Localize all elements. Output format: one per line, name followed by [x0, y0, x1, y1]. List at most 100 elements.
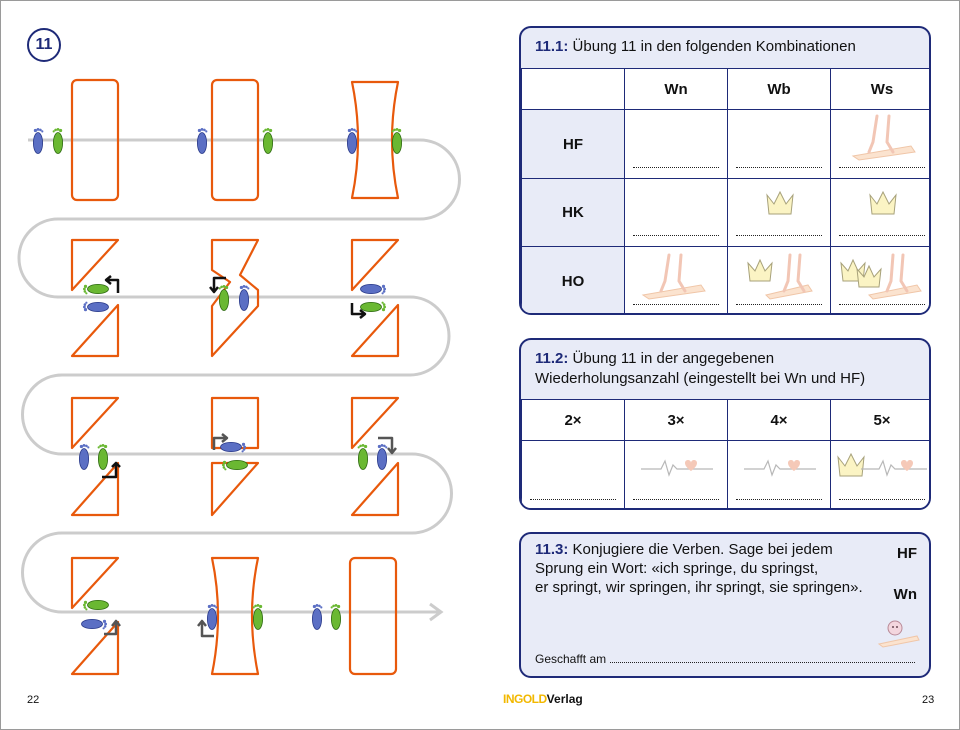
combination-tag-hf: HF: [897, 545, 917, 562]
crown-icon: [766, 190, 794, 215]
jumper-icon: [641, 253, 706, 300]
completion-label: Geschafft am: [535, 652, 607, 666]
dotted-line: [633, 304, 719, 305]
entry-cell[interactable]: [624, 109, 728, 179]
turn-arrow-icon: [387, 447, 397, 455]
dotted-line: [530, 499, 616, 500]
jumper-icon: [851, 114, 916, 161]
turn-arrow-icon: [212, 436, 226, 450]
heartbeat-icon: [641, 459, 713, 477]
publisher-suffix: Verlag: [546, 692, 583, 706]
panel-11-3-text: 11.3: Konjugiere die Verben. Sage bei je…: [521, 534, 929, 597]
combination-tag-wn: Wn: [893, 586, 917, 603]
jumper-icon: [840, 253, 922, 300]
panel-11-1: 11.1: Übung 11 in den folgenden Kombinat…: [519, 26, 931, 315]
left-foot-icon: [82, 301, 109, 313]
dotted-line: [633, 499, 719, 500]
entry-cell[interactable]: [830, 440, 929, 508]
jump-frame: [210, 238, 260, 358]
dotted-line: [633, 235, 719, 236]
turn-arrow-icon: [111, 619, 121, 627]
section-number: 11.3:: [535, 541, 569, 558]
turn-arrow-icon: [212, 276, 226, 291]
right-foot-icon: [82, 283, 109, 295]
left-foot-icon: [206, 603, 218, 630]
dotted-line: [736, 304, 822, 305]
section-title: Übung 11 in den folgenden Kombinationen: [572, 38, 856, 55]
row-header-hf: HF: [521, 109, 625, 179]
entry-cell[interactable]: [727, 178, 831, 247]
jump-frame: [350, 238, 400, 358]
section-title: Übung 11 in der angegebenen: [572, 350, 775, 367]
right-foot-icon: [391, 127, 403, 154]
left-foot-icon: [196, 127, 208, 154]
right-foot-icon: [52, 127, 64, 154]
mascot-icon: [877, 620, 920, 648]
section-title-line2: Wiederholungsanzahl (eingestellt bei Wn …: [535, 370, 866, 387]
left-foot-icon: [238, 284, 250, 311]
page-number-right: 23: [922, 694, 935, 706]
right-foot-icon: [360, 301, 387, 313]
entry-cell[interactable]: [624, 178, 728, 247]
row-header-ho: HO: [521, 246, 625, 313]
completion-date-field[interactable]: [610, 662, 915, 663]
crown-icon: [869, 190, 897, 215]
right-foot-icon: [330, 603, 342, 630]
panel-11-3: 11.3: Konjugiere die Verben. Sage bei je…: [519, 532, 931, 678]
column-header-wn: Wn: [624, 68, 728, 110]
turn-arrow-icon: [350, 303, 364, 316]
completion-line: Geschafft am: [535, 652, 915, 666]
dotted-line: [736, 235, 822, 236]
heartbeat-icon: [861, 459, 927, 477]
turn-arrow-icon: [104, 275, 112, 285]
right-foot-icon: [82, 599, 109, 611]
dotted-line: [633, 167, 719, 168]
page-number-left: 22: [27, 694, 40, 706]
column-header-4x: 4×: [727, 399, 831, 441]
panel-11-1-heading: 11.1: Übung 11 in den folgenden Kombinat…: [521, 28, 929, 57]
heartbeat-icon: [744, 459, 816, 477]
left-foot-icon: [32, 127, 44, 154]
jump-track: [17, 138, 461, 614]
entry-cell[interactable]: [624, 246, 728, 313]
entry-cell[interactable]: [830, 246, 929, 313]
entry-cell[interactable]: [624, 440, 728, 508]
combinations-table: Wn Wb Ws HF HK: [521, 68, 929, 313]
row-header-hk: HK: [521, 178, 625, 247]
jump-frame: [70, 238, 120, 358]
left-foot-icon: [81, 618, 108, 630]
jump-frame: [350, 396, 400, 517]
jump-frame: [210, 396, 260, 517]
jump-frame: [348, 556, 398, 676]
column-header-ws: Ws: [830, 68, 929, 110]
turn-arrow-icon: [200, 622, 214, 638]
entry-cell[interactable]: [830, 109, 929, 179]
exercise-number-badge: 11: [27, 28, 61, 62]
turn-arrow-icon: [378, 436, 394, 452]
entry-cell[interactable]: [521, 440, 625, 508]
turn-arrow-icon: [108, 278, 120, 293]
dotted-line: [736, 167, 822, 168]
turn-arrow-icon: [102, 463, 118, 479]
instruction-line-3: er springt, wir springen, ihr springt, s…: [535, 579, 863, 596]
dotted-line: [839, 235, 925, 236]
right-foot-icon: [97, 443, 109, 470]
column-header-wb: Wb: [727, 68, 831, 110]
left-foot-icon: [311, 603, 323, 630]
entry-cell[interactable]: [830, 178, 929, 247]
section-number: 11.2:: [535, 350, 569, 367]
jumper-icon: [747, 253, 813, 300]
dotted-line: [839, 304, 925, 305]
jump-frame: [70, 78, 120, 202]
jump-diagram: [17, 78, 461, 676]
publisher-brand: INGOLD: [503, 692, 547, 706]
entry-cell[interactable]: [727, 246, 831, 313]
jump-frame: [70, 396, 120, 517]
entry-cell[interactable]: [727, 109, 831, 179]
section-number: 11.1:: [535, 38, 569, 55]
instruction-line-1: Konjugiere die Verben. Sage bei jedem: [572, 541, 833, 558]
entry-cell[interactable]: [727, 440, 831, 508]
turn-arrow-icon: [209, 286, 219, 294]
right-foot-icon: [262, 127, 274, 154]
column-header-2x: 2×: [521, 399, 625, 441]
